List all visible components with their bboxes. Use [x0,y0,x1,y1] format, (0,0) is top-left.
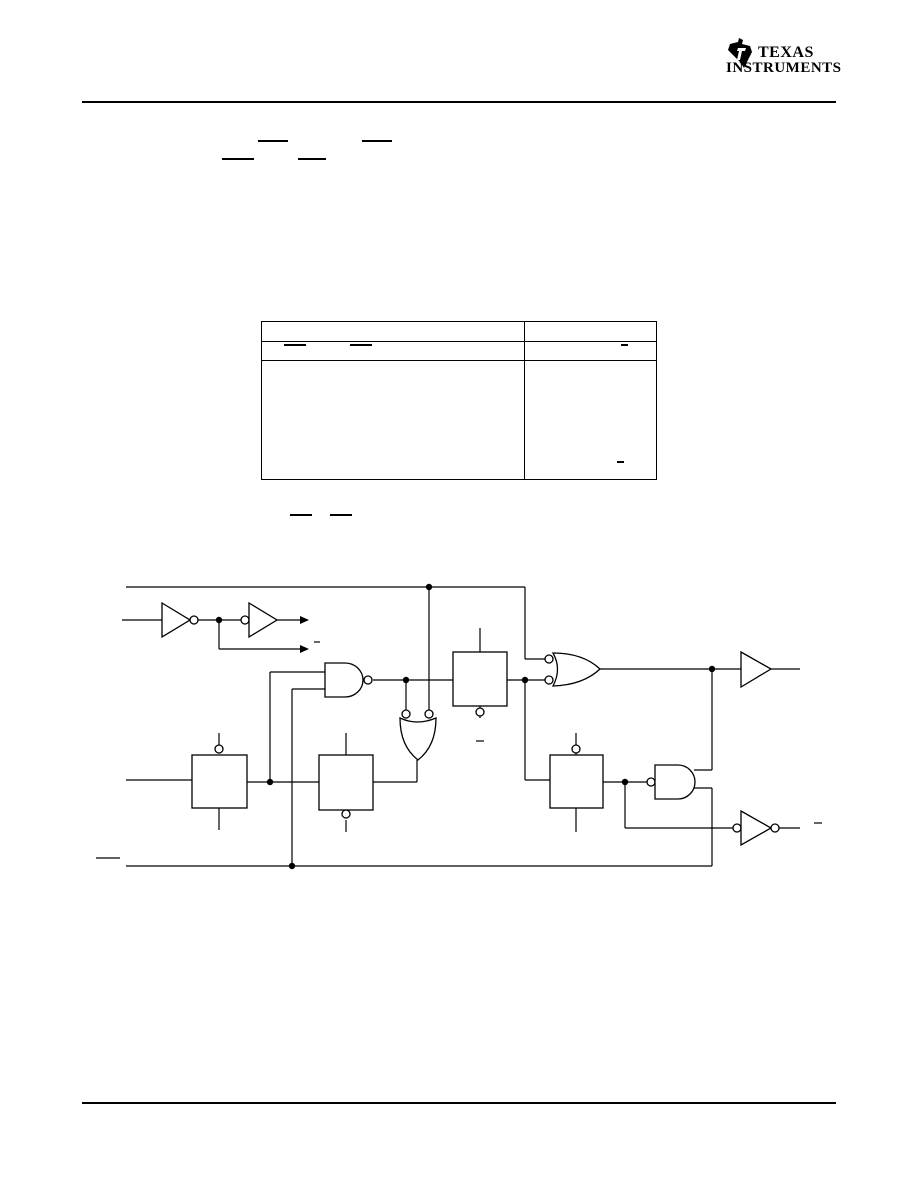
buffer-icon [240,601,279,639]
inverter-icon [161,601,199,639]
nor-gate-icon [544,652,601,687]
table-header-cell [524,321,657,342]
flip-flop-icon [191,744,248,809]
table-cell [524,360,657,480]
table-row [261,360,657,480]
table-cell [261,341,525,361]
nand-gate-icon [324,662,373,698]
overline-mark [298,158,326,160]
table-row [261,341,657,361]
table-row [261,321,657,342]
buffer-icon [740,650,773,689]
overline-mark [330,514,352,516]
overline-mark [222,158,254,160]
ti-logo: TEXAS INSTRUMENTS [726,38,841,82]
ti-logo-icon [728,38,752,68]
overline-mark [258,140,288,142]
table-cell [524,341,657,361]
header-rule [82,101,836,103]
brand-line-1: TEXAS [758,44,814,61]
table-cell [261,360,525,480]
overline-mark [284,344,306,346]
overline-mark [362,140,392,142]
flip-flop-icon [549,744,604,809]
overline-mark [617,461,624,463]
flip-flop-icon [318,754,374,819]
overline-mark [621,344,628,346]
brand-line-2: INSTRUMENTS [726,60,842,76]
flip-flop-icon [452,651,508,717]
overline-mark [290,514,312,516]
and-gate-icon [646,764,696,800]
function-table [261,321,657,480]
overline-mark [350,344,372,346]
nor-gate-icon [399,709,437,761]
inverter-icon [732,809,780,847]
table-header-cell [261,321,525,342]
footer-rule [82,1102,836,1104]
logic-diagram [96,583,822,870]
